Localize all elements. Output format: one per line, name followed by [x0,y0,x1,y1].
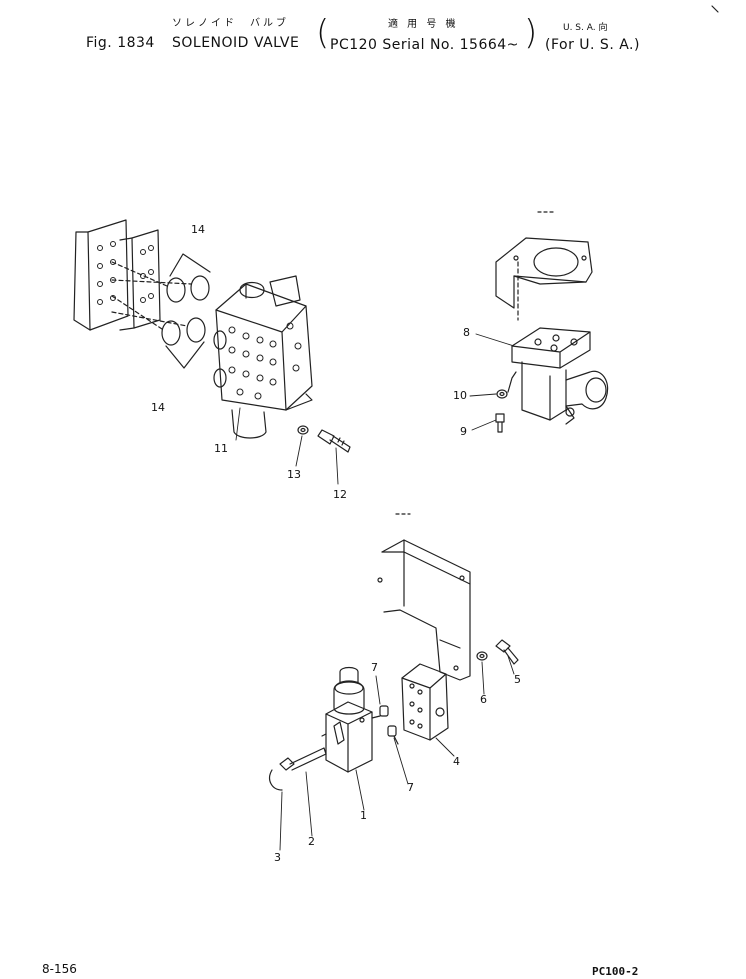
callout-13: 13 [287,468,301,481]
region-label: (For U. S. A.) [545,37,640,53]
callout-2: 2 [308,835,315,848]
manifold-block-4 [402,664,448,740]
callout-12: 12 [333,488,347,501]
washer-13 [298,426,308,434]
model-code: PC100-2 [592,965,639,978]
callout-8: 8 [463,326,470,339]
leader-lines [236,334,514,850]
washer-3 [270,770,282,790]
callout-7-upper: 7 [371,661,378,674]
o-rings-7 [372,706,398,744]
callout-3: 3 [274,851,281,864]
bracket-upper [496,212,592,320]
valve-body [214,276,312,438]
callout-10: 10 [453,389,467,402]
figure-number: Fig. 1834 [86,35,155,51]
o-rings [112,254,210,368]
callout-6: 6 [480,693,487,706]
applicability-kana: 適 用 号 機 [388,19,459,30]
applicability-serial: PC120 Serial No. 15664~ [330,37,519,53]
page-number: 8-156 [42,962,77,976]
bolt-2 [280,748,326,770]
bolt-9 [496,414,504,432]
callout-14-lower: 14 [151,401,165,414]
callout-1: 1 [360,809,367,822]
callout-9: 9 [460,425,467,438]
bolt-12 [318,430,350,452]
corner-mark [712,6,718,12]
solenoid-valve-1 [322,668,372,773]
mounting-plate-group [74,220,160,330]
callout-11: 11 [214,442,228,455]
figure-title: SOLENOID VALVE [172,35,300,51]
title-kana: ソレノイド バルブ [172,18,289,29]
bolt-5 [496,640,518,664]
washer-6 [477,652,487,660]
callout-5: 5 [514,673,521,686]
solenoid-valve-8 [512,328,608,424]
region-kana: U. S. A. 向 [563,23,608,33]
callout-4: 4 [453,755,460,768]
washer-10 [497,372,516,398]
close-paren: ) [524,13,538,53]
open-paren: ( [316,13,330,53]
callout-14-upper: 14 [191,223,205,236]
bracket-lower [378,540,470,680]
callout-7-lower: 7 [407,781,414,794]
